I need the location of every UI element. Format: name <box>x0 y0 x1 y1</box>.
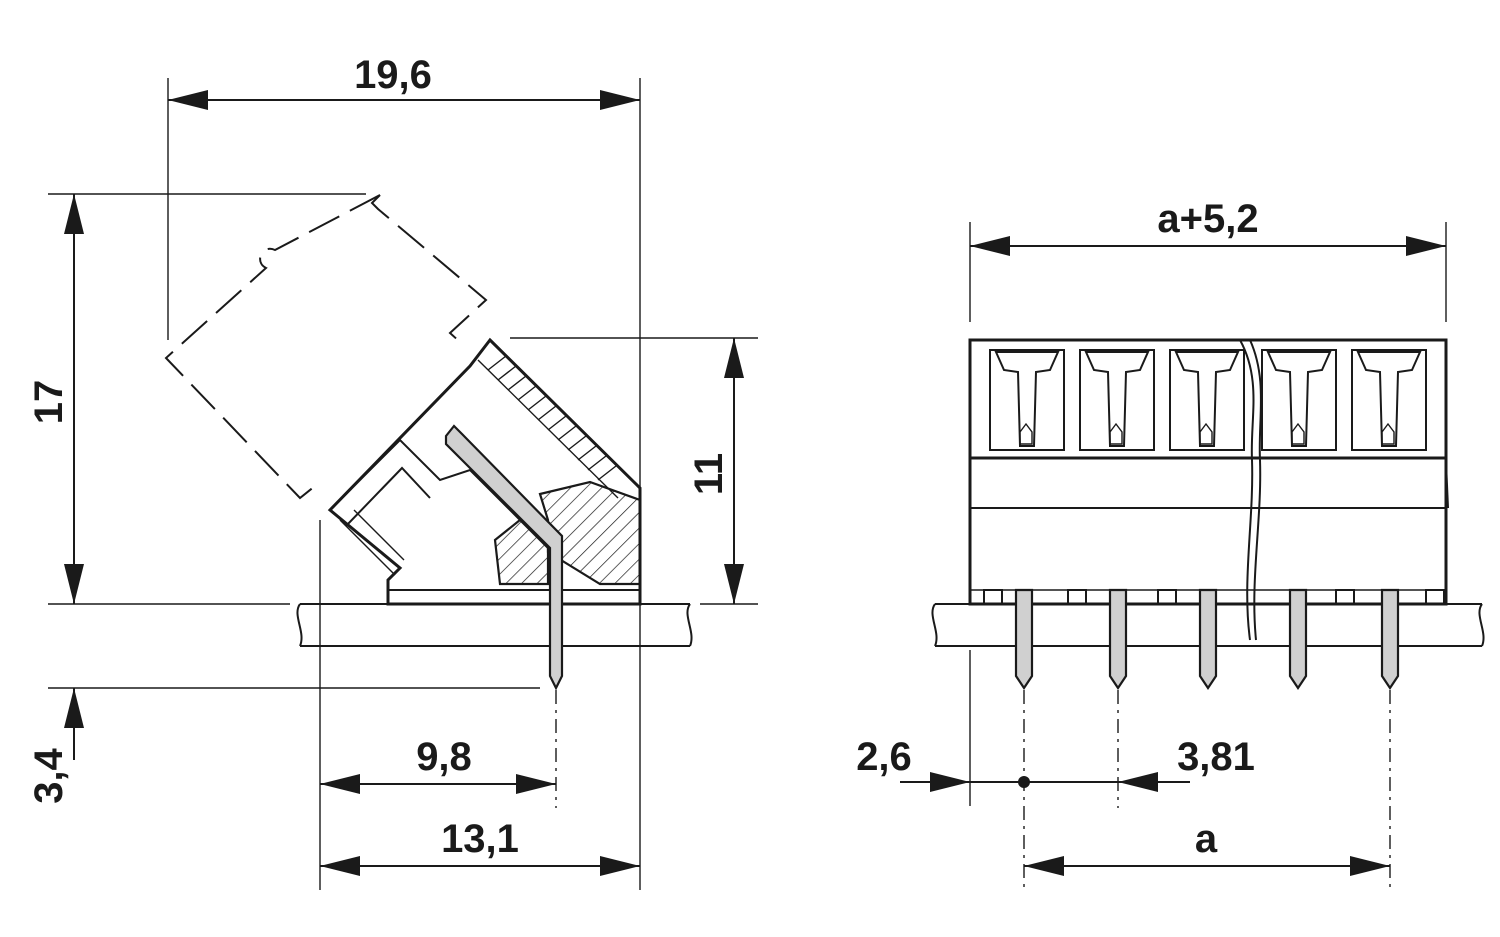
front-view: a+5,2 2,6 3,81 a <box>856 197 1485 888</box>
dim-a-plus-5-2 <box>970 236 1446 256</box>
pin-side <box>444 424 564 691</box>
break-line <box>1239 339 1255 641</box>
label-edge-offset: 2,6 <box>856 735 912 779</box>
dim-3-4 <box>64 688 84 760</box>
dim-13-1 <box>320 856 640 876</box>
pin-front-5 <box>1380 588 1400 690</box>
label-pin-offset: 9,8 <box>416 735 472 779</box>
rib-lines <box>487 355 617 481</box>
label-height-total: 17 <box>27 380 71 425</box>
dim-2-6-and-3-81 <box>900 772 1190 792</box>
pin-front-1 <box>1014 588 1034 690</box>
dim-a <box>1024 856 1390 876</box>
pin-front-2 <box>1108 588 1128 690</box>
center-lines-front <box>1023 690 1391 888</box>
dim-11 <box>724 338 744 604</box>
terminal-slot-2 <box>1079 349 1155 451</box>
base-feet <box>983 589 1445 605</box>
hatched-section-lower <box>493 518 550 586</box>
label-pitch: 3,81 <box>1177 735 1255 779</box>
terminal-slot-3 <box>1169 349 1245 451</box>
terminal-slot-1 <box>989 349 1065 451</box>
pcb-board-side <box>296 603 693 647</box>
side-view: 19,6 17 11 3,4 9,8 13,1 <box>27 53 758 890</box>
extension-lines-front <box>969 222 1447 806</box>
extension-lines-side <box>48 78 758 890</box>
label-base-width: 13,1 <box>441 817 519 861</box>
pin-front-3 <box>1198 588 1218 690</box>
label-height-body: 11 <box>687 453 731 495</box>
plug-outline-dashed <box>164 194 488 500</box>
dim-19-6 <box>168 90 640 110</box>
dim-9-8 <box>320 774 556 794</box>
label-overall-width: a+5,2 <box>1157 197 1258 241</box>
terminal-slot-4 <box>1261 349 1337 451</box>
housing-front <box>968 338 1449 606</box>
label-width-total: 19,6 <box>354 53 432 97</box>
label-pin-length: 3,4 <box>27 747 71 803</box>
label-span: a <box>1195 817 1218 861</box>
dim-17 <box>64 194 84 604</box>
pin-front-4 <box>1288 588 1308 690</box>
terminal-slot-5 <box>1351 349 1427 451</box>
